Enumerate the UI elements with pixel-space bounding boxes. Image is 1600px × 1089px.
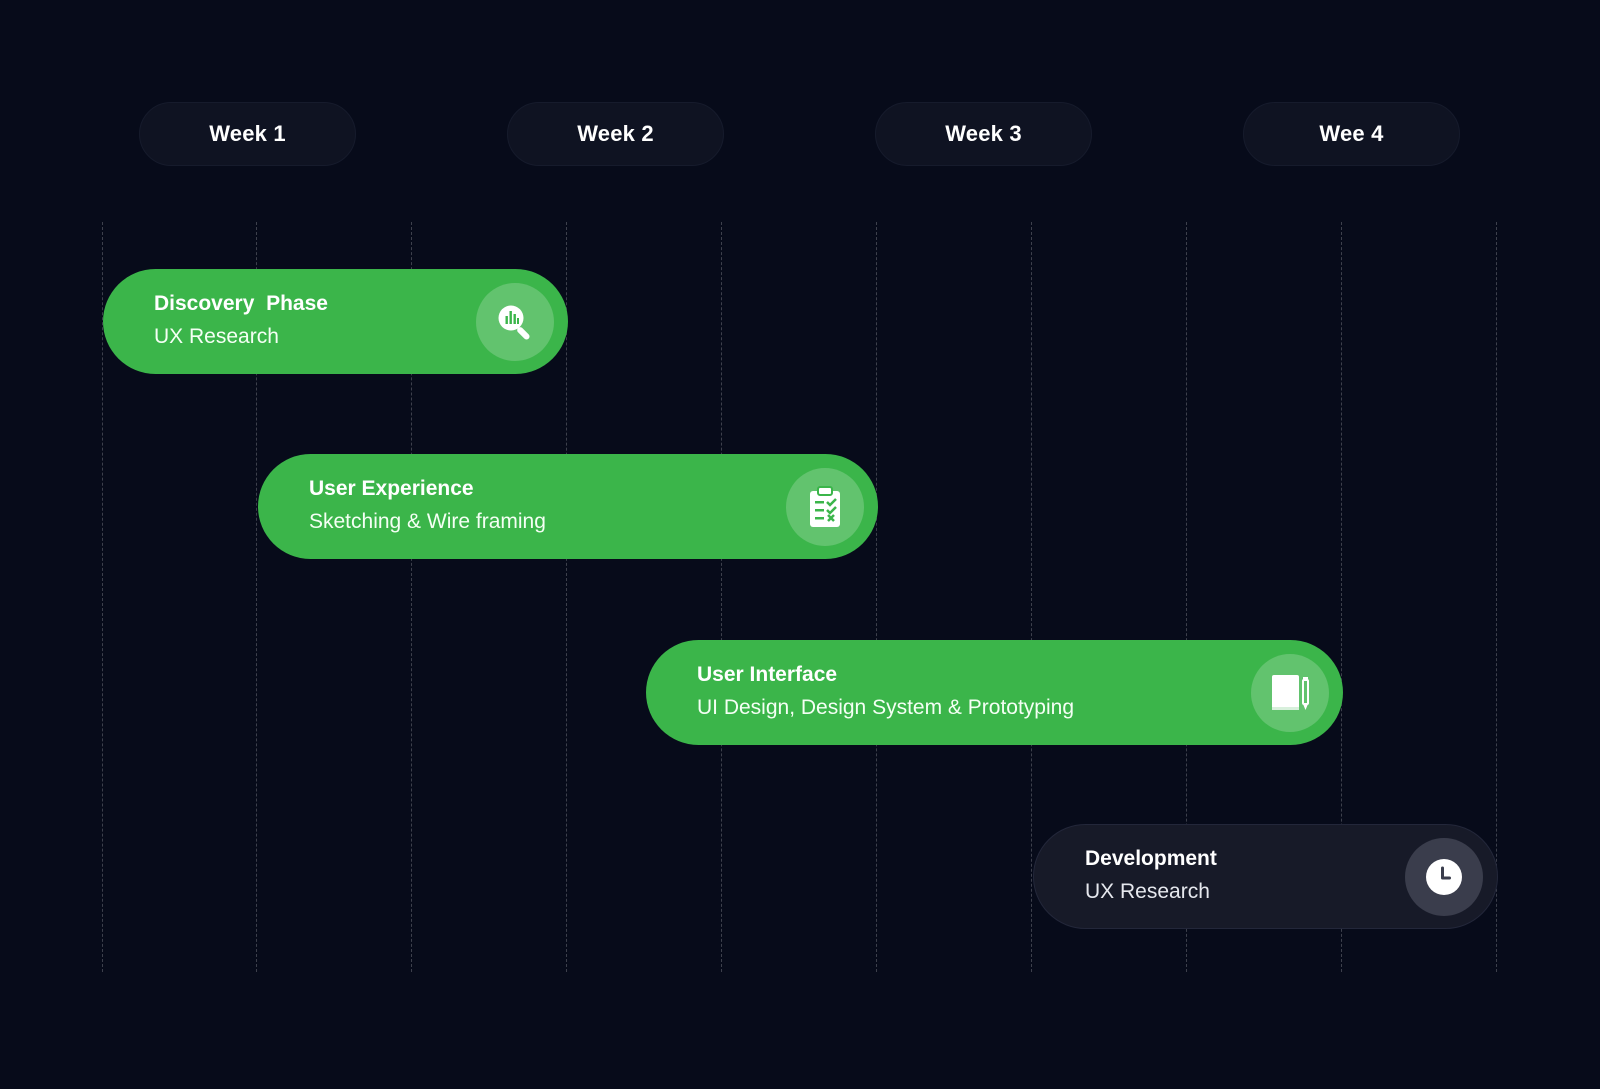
week-label: Wee 4	[1319, 121, 1384, 146]
grid-line	[102, 222, 103, 972]
week-label: Week 3	[945, 121, 1022, 146]
task-bar-development[interactable]: Development UX Research	[1033, 824, 1498, 929]
week-header-4[interactable]: Wee 4	[1243, 102, 1460, 166]
clipboard-checklist-icon[interactable]	[786, 467, 864, 546]
week-label: Week 2	[577, 121, 654, 146]
task-subtitle: UX Research	[154, 325, 279, 348]
clock-icon[interactable]	[1405, 837, 1483, 916]
task-subtitle: UI Design, Design System & Prototyping	[697, 696, 1074, 719]
grid-line	[1186, 222, 1187, 972]
grid-line	[411, 222, 412, 972]
task-title: User Experience	[309, 477, 474, 500]
task-subtitle: Sketching & Wire framing	[309, 510, 546, 533]
task-text: User Experience Sketching & Wire framing	[309, 475, 546, 538]
notebook-pencil-icon[interactable]	[1251, 653, 1329, 732]
task-title: Development	[1085, 847, 1217, 870]
task-bar-discovery[interactable]: Discovery Phase UX Research	[103, 269, 568, 374]
task-text: Discovery Phase UX Research	[154, 290, 328, 353]
grid-line	[566, 222, 567, 972]
task-title: User Interface	[697, 663, 838, 686]
week-header-3[interactable]: Week 3	[875, 102, 1092, 166]
grid-line	[721, 222, 722, 972]
week-header-1[interactable]: Week 1	[139, 102, 356, 166]
grid-line	[256, 222, 257, 972]
grid-line	[1341, 222, 1342, 972]
week-label: Week 1	[209, 121, 286, 146]
task-bar-user-experience[interactable]: User Experience Sketching & Wire framing	[258, 454, 878, 559]
grid-line	[876, 222, 877, 972]
task-bar-user-interface[interactable]: User Interface UI Design, Design System …	[646, 640, 1343, 745]
task-text: User Interface UI Design, Design System …	[697, 661, 1074, 724]
task-title: Discovery Phase	[154, 292, 328, 315]
grid-line	[1031, 222, 1032, 972]
task-subtitle: UX Research	[1085, 880, 1210, 903]
grid-line	[1496, 222, 1497, 972]
week-header-2[interactable]: Week 2	[507, 102, 724, 166]
task-text: Development UX Research	[1085, 845, 1217, 908]
magnifier-chart-icon[interactable]	[476, 282, 554, 361]
